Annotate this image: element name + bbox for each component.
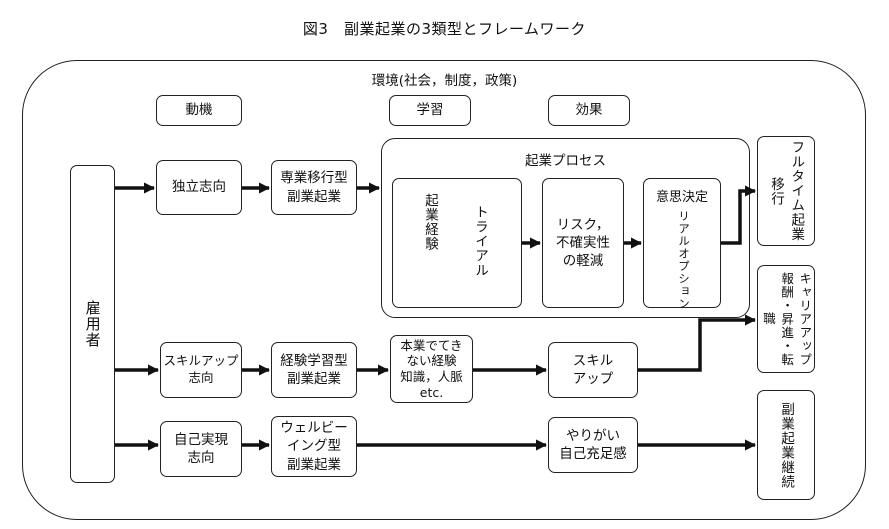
process-risk-reduction: リスク， 不確実性 の軽減 xyxy=(542,178,624,308)
arrow-skillup-career xyxy=(638,314,757,372)
arrow-decision-fulltime xyxy=(721,185,757,245)
outcome-fulltime-startup: フルタイム起業移行 xyxy=(757,136,815,246)
startup-process-title: 起業プロセス xyxy=(525,153,606,169)
header-motive: 動機 xyxy=(156,95,242,126)
effect-skillup: スキル アップ xyxy=(548,342,638,398)
effect-fulfillment: やりがい 自己充足感 xyxy=(548,417,638,473)
motive-independence: 独立志向 xyxy=(156,160,242,215)
type-wellbeing: ウェルビー イング型 副業起業 xyxy=(271,416,357,477)
process-experience-box xyxy=(392,178,522,308)
type-experience-learning: 経験学習型 副業起業 xyxy=(271,342,357,398)
process-experience-label: 起業経験 xyxy=(422,193,438,251)
process-realoption-label: リアルオプション xyxy=(677,210,691,310)
learning-experience-knowledge: 本業でてき ない経験 知識，人脈 etc. xyxy=(390,335,473,403)
outcome-career-up: キャリアアップ報酬・昇進・転職 xyxy=(757,265,815,373)
header-learning: 学習 xyxy=(389,95,471,126)
environment-label: 環境(社会，制度，政策) xyxy=(371,73,518,89)
header-effect: 効果 xyxy=(548,95,630,126)
environment-frame xyxy=(22,60,866,520)
process-decision-label: 意思決定 xyxy=(655,190,708,205)
type-transition: 専業移行型 副業起業 xyxy=(271,160,357,215)
process-trial-label: トライアル xyxy=(472,205,488,278)
motive-self-realization: 自己実現 志向 xyxy=(160,421,242,477)
motive-skillup: スキルアップ 志向 xyxy=(160,342,242,398)
process-decision-box xyxy=(643,178,721,308)
employee-box: 雇用者 xyxy=(70,165,115,483)
figure-title: 図3 副業起業の3類型とフレームワーク xyxy=(302,20,587,38)
outcome-continue-side-startup: 副業起業継続 xyxy=(757,390,815,500)
